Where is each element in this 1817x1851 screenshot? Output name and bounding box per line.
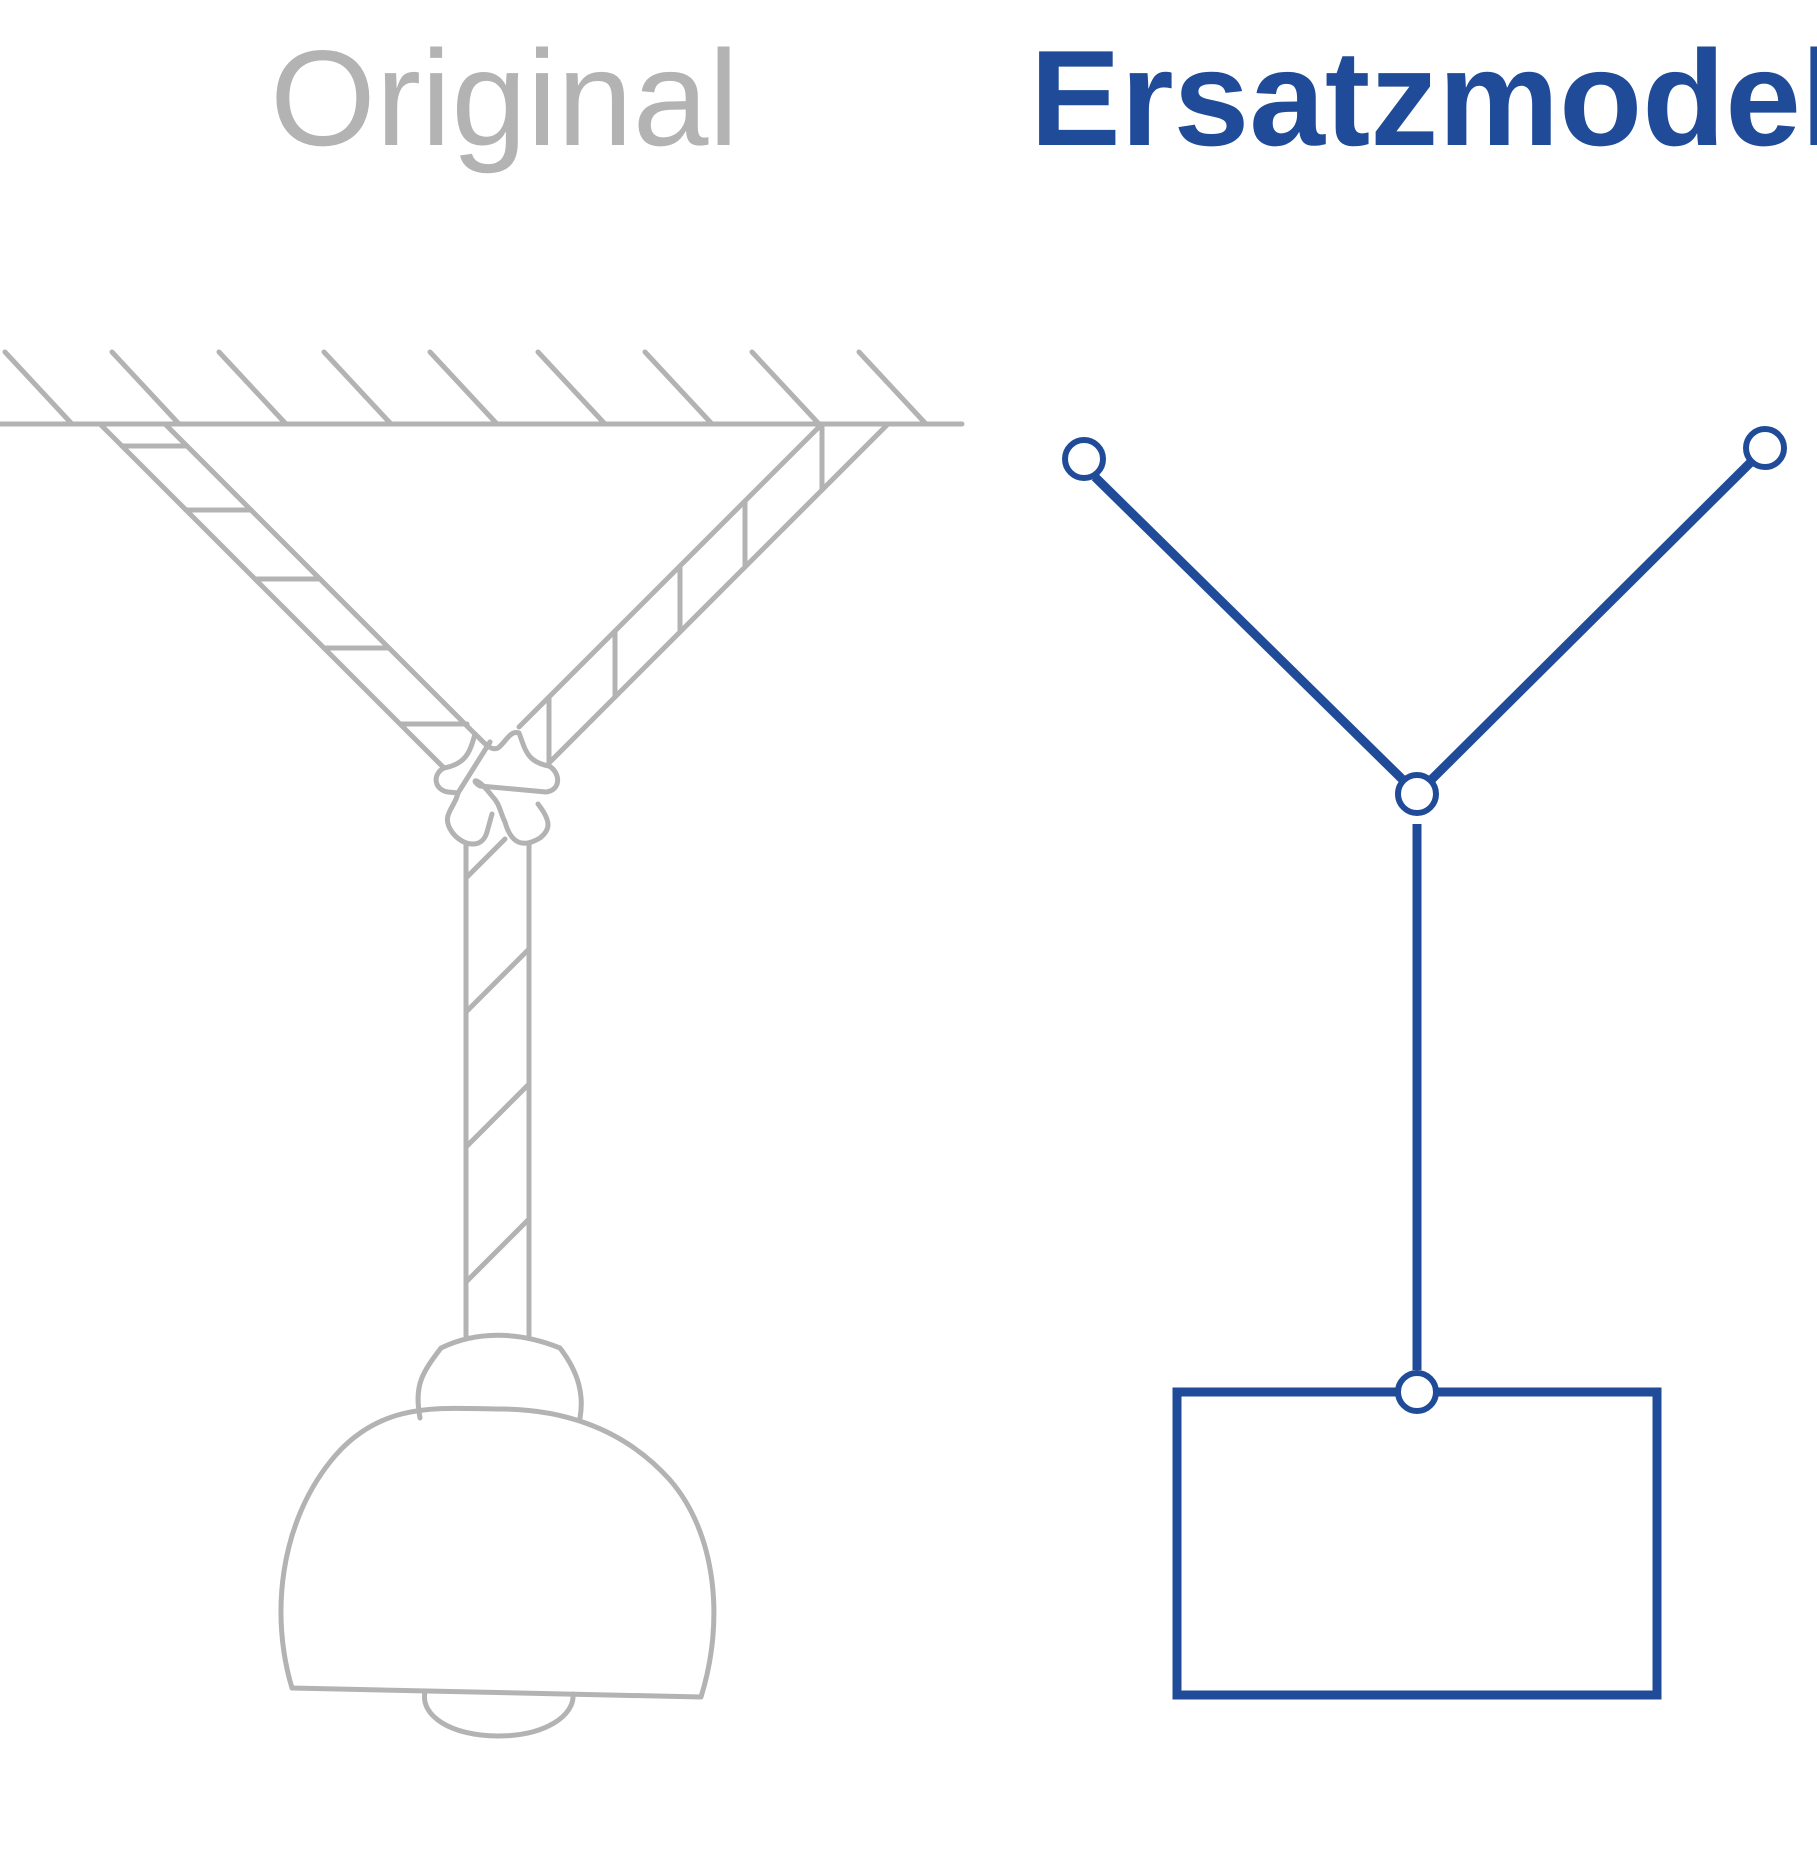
model-mass-block [1172, 1387, 1662, 1700]
original-title: Original [270, 22, 739, 174]
replacement-model-title: Ersatzmodell [1030, 22, 1817, 174]
ceiling [0, 349, 965, 427]
lamp-bulb [421, 1689, 576, 1739]
ceiling-hatching [2, 349, 929, 427]
block-joint-hinge [1395, 1370, 1439, 1414]
rope-knot [433, 730, 561, 847]
right-support-hinge [1743, 426, 1787, 470]
left-support-hinge [1062, 437, 1106, 481]
model-left-bar [1091, 473, 1408, 785]
model-hinges [1062, 426, 1787, 1414]
right-rope [516, 421, 891, 766]
center-joint-hinge [1395, 772, 1439, 816]
left-rope [97, 421, 478, 771]
lamp-cap [415, 1332, 584, 1421]
right-rope-twist [546, 421, 825, 766]
lamp-shade [278, 1405, 717, 1700]
left-rope-twist [119, 443, 470, 727]
replacement-model [1062, 426, 1787, 1700]
model-right-bar [1426, 456, 1757, 785]
original-drawing [0, 349, 965, 1739]
vertical-rope-twist [463, 836, 532, 1285]
vertical-rope [463, 836, 532, 1339]
